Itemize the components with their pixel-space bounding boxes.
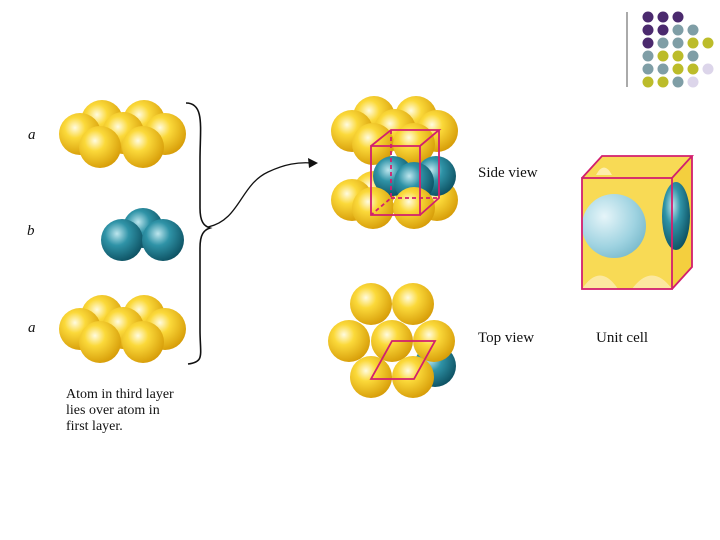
- top-view-diagram: [328, 283, 456, 398]
- unit-cell-label: Unit cell: [596, 330, 649, 346]
- layer-a-top-atoms: [59, 100, 186, 168]
- arrow: [207, 158, 318, 228]
- caption-line-3: first layer.: [66, 419, 123, 434]
- unit-cell-diagram: [581, 155, 695, 290]
- decorative-dot-grid: [626, 11, 714, 88]
- top-view-label: Top view: [478, 330, 535, 346]
- layer-brace: [185, 102, 213, 365]
- layer-label-b: b: [27, 223, 35, 239]
- layer-label-a-top: a: [28, 127, 36, 143]
- caption-text: Atom in third layer lies over atom in fi…: [66, 387, 216, 435]
- caption-line-1: Atom in third layer: [66, 387, 174, 402]
- layer-a-bottom-atoms: [59, 295, 186, 363]
- layer-label-a-bottom: a: [28, 320, 36, 336]
- layer-b-atoms: [101, 208, 184, 261]
- caption-line-2: lies over atom in: [66, 403, 160, 418]
- side-view-label: Side view: [478, 165, 538, 181]
- side-view-diagram: [331, 96, 458, 229]
